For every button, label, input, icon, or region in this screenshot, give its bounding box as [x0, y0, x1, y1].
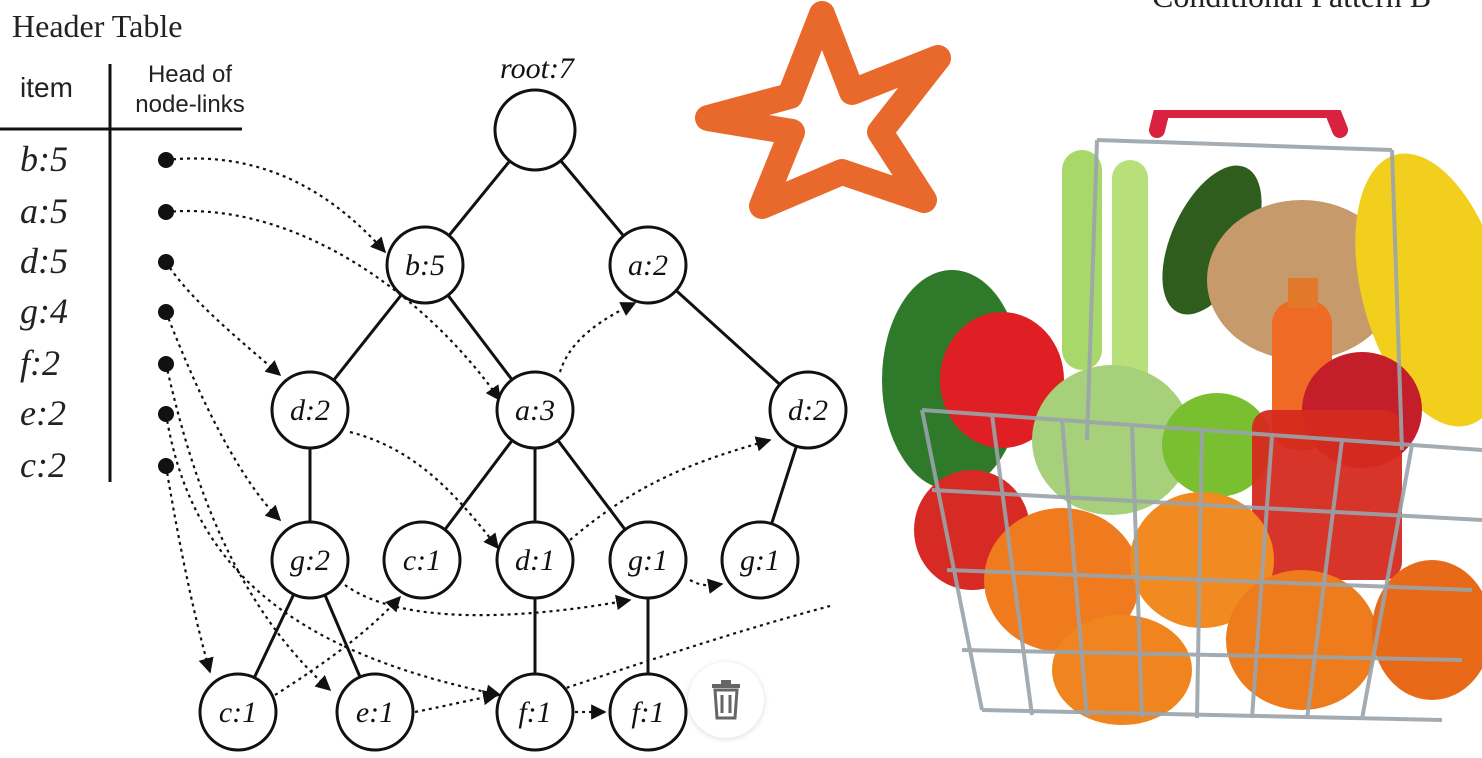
- tree-node-label: g:2: [290, 544, 330, 577]
- tree-node: [270, 370, 350, 450]
- node-link: [274, 595, 402, 696]
- head-node-link-dot: [158, 152, 174, 168]
- tree-node: [495, 520, 575, 600]
- head-node-link-dot: [158, 254, 174, 270]
- tree-node: [270, 520, 350, 600]
- delete-button[interactable]: [688, 662, 764, 738]
- header-item: c:2: [20, 445, 66, 485]
- tree-node: [768, 370, 848, 450]
- trash-icon: [712, 680, 740, 720]
- node-link: [559, 604, 831, 692]
- tree-node-label: d:2: [788, 394, 828, 427]
- tree-node: [608, 225, 688, 305]
- grocery-basket-image: [882, 110, 1482, 725]
- head-node-link-dot: [158, 458, 174, 474]
- tree-node-label: b:5: [405, 249, 445, 282]
- head-dots: [158, 152, 174, 474]
- header-col-item: item: [20, 72, 73, 103]
- node-link: [164, 413, 502, 700]
- node-link: [165, 157, 387, 254]
- head-node-link-dot: [158, 406, 174, 422]
- tree-node: [493, 88, 577, 172]
- tree-nodes: b:5 a:2 d:2 a:3 d:2 g:2 c:1 d:1 g:1 g:1 c:1 e:1 f:1 f…: [198, 52, 848, 752]
- head-node-link-dot: [158, 356, 174, 372]
- node-link: [164, 363, 332, 692]
- tree-node: [335, 672, 415, 752]
- tree-node: [198, 672, 278, 752]
- node-links: [164, 157, 831, 720]
- node-link: [558, 302, 637, 373]
- tree-node-label: d:1: [515, 544, 555, 577]
- header-table-title: Header Table: [12, 8, 183, 44]
- tree-node-label: d:2: [290, 394, 330, 427]
- star-logo-icon: [695, 1, 951, 219]
- header-col-head: Head of node-links: [135, 61, 245, 118]
- node-link: [689, 578, 724, 594]
- node-link: [349, 430, 499, 550]
- conditional-pattern-caption: Conditional Pattern B: [1152, 0, 1431, 15]
- node-link: [414, 689, 499, 714]
- tree-node-label: f:1: [518, 696, 551, 729]
- node-link: [344, 584, 632, 617]
- node-link: [164, 465, 214, 674]
- head-node-link-dot: [158, 304, 174, 320]
- node-link: [164, 311, 282, 522]
- tree-node-label: e:1: [356, 696, 394, 729]
- tree-node-label: a:2: [628, 249, 668, 282]
- header-item: b:5: [20, 139, 68, 179]
- tree-node: [385, 225, 465, 305]
- header-item: a:5: [20, 191, 68, 231]
- tree-node: [495, 672, 575, 752]
- header-item: e:2: [20, 393, 66, 433]
- tree-node: [720, 520, 800, 600]
- head-node-link-dot: [158, 204, 174, 220]
- tree-node-label: f:1: [631, 696, 664, 729]
- header-item: g:4: [20, 291, 68, 331]
- node-link: [165, 261, 282, 377]
- tree-node: [495, 370, 575, 450]
- node-link: [569, 436, 772, 541]
- tree-node-label: g:1: [740, 544, 780, 577]
- tree-node: [382, 520, 462, 600]
- header-item: f:2: [20, 343, 60, 383]
- tree-node-label: c:1: [219, 696, 257, 729]
- tree-node: [608, 672, 688, 752]
- root-label: root:7: [500, 52, 576, 85]
- tree-node-label: a:3: [515, 394, 555, 427]
- tree-node: [608, 520, 688, 600]
- header-item: d:5: [20, 241, 68, 281]
- tree-node-label: c:1: [403, 544, 441, 577]
- tree-node-label: g:1: [628, 544, 668, 577]
